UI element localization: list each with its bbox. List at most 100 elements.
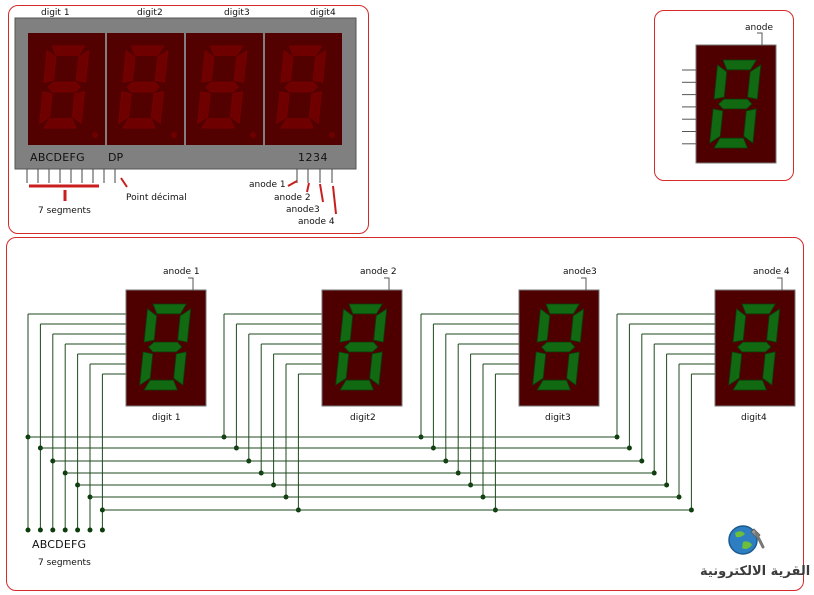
- top-digit-2-seg-d: [122, 118, 156, 129]
- mux-digit-3-seg-g: [540, 341, 576, 353]
- top-digit-4-seg-e: [276, 91, 290, 125]
- top-digit-label-3: digit3: [224, 8, 250, 18]
- mux-digit-4-seg-a: [741, 303, 777, 315]
- top-digit-3-seg-c: [229, 91, 244, 125]
- mux-digit-1-seg-a: [152, 303, 188, 315]
- single-digit-seg-f: [713, 64, 728, 100]
- top-digit-3-seg-e: [197, 91, 211, 125]
- top-digit-4-seg-f: [280, 49, 294, 83]
- single-digit-seg-b: [747, 64, 762, 100]
- dp-letters: DP: [108, 151, 124, 164]
- anode2-callout: [306, 182, 310, 193]
- top-digit-3-seg-b: [233, 49, 248, 83]
- top-dp-2: [171, 132, 177, 138]
- top-digit-4-seg-b: [312, 49, 327, 83]
- mux-anode-label-3: anode3: [563, 267, 597, 277]
- top-digit-2-seg-f: [122, 49, 136, 83]
- top-module: [14, 17, 357, 215]
- mux-digit-1-seg-g: [147, 341, 183, 353]
- mux-digit-3-seg-b: [570, 308, 585, 343]
- mux-digit-label-4: digit4: [741, 413, 767, 423]
- mux-digit-2-seg-d: [339, 379, 374, 391]
- single-digit-seg-g: [717, 98, 753, 110]
- decimal-point-caption: Point décimal: [126, 193, 187, 203]
- anode4-callout: [332, 185, 337, 215]
- bus-terminal-6: [99, 527, 105, 533]
- mux-digit-4-seg-d: [732, 379, 767, 391]
- top-module-panel: [8, 5, 369, 234]
- mux-anode-lead-1: [188, 277, 194, 290]
- top-digit-4-seg-d: [280, 118, 314, 129]
- top-anode-label-4: anode 4: [298, 217, 335, 227]
- single-digit-seg-e: [709, 108, 724, 144]
- mux-digit-2-seg-b: [373, 308, 388, 343]
- mux-anode-label-2: anode 2: [360, 267, 397, 277]
- mux-digit-4-seg-b: [766, 308, 781, 343]
- mux-digit-1-seg-f: [143, 308, 158, 343]
- bus-caption: 7 segments: [38, 558, 91, 568]
- dp-callout: [120, 177, 128, 188]
- top-digit-2-seg-b: [154, 49, 169, 83]
- mux-digit-1-seg-c: [173, 351, 187, 386]
- mux-digit-4-seg-e: [728, 351, 743, 386]
- top-digit-1-seg-f: [43, 49, 57, 83]
- mux-digit-3-seg-a: [545, 303, 581, 315]
- top-digit-label-1: digit 1: [41, 8, 70, 18]
- top-digit-3-seg-a: [209, 45, 244, 56]
- top-digit-2-seg-c: [150, 91, 165, 125]
- mux-digit-3-seg-d: [536, 379, 571, 391]
- top-digit-1-seg-a: [51, 45, 86, 56]
- bus-terminal-1: [37, 527, 43, 533]
- mux-digit-2-seg-f: [339, 308, 354, 343]
- single-anode-lead: [757, 32, 763, 45]
- top-anode-label-3: anode3: [286, 205, 320, 215]
- single-digit-panel: [654, 10, 794, 181]
- anode-numbers: 1234: [298, 151, 328, 164]
- top-digit-2-seg-a: [130, 45, 165, 56]
- anode3-callout: [319, 183, 324, 203]
- segment-letters: ABCDEFG: [30, 151, 85, 164]
- top-dp-3: [250, 132, 256, 138]
- mux-digit-label-3: digit3: [545, 413, 571, 423]
- mux-digit-2-seg-g: [343, 341, 379, 353]
- top-digit-label-2: digit2: [137, 8, 163, 18]
- mux-digit-3-seg-c: [566, 351, 580, 386]
- mux-anode-lead-3: [581, 277, 587, 290]
- bus-terminal-0: [25, 527, 31, 533]
- top-digit-4-seg-a: [288, 45, 323, 56]
- multiplex-digits: [125, 277, 796, 407]
- mux-anode-lead-4: [777, 277, 783, 290]
- bus-terminal-2: [50, 527, 56, 533]
- top-digit-4-seg-g: [284, 81, 318, 93]
- single-anode-label: anode: [745, 23, 773, 33]
- mux-digit-4-seg-g: [736, 341, 772, 353]
- top-digit-3-seg-f: [201, 49, 215, 83]
- mux-digit-label-2: digit2: [350, 413, 376, 423]
- mux-anode-lead-2: [384, 277, 390, 290]
- top-digit-3-seg-g: [205, 81, 239, 93]
- mux-digit-label-1: digit 1: [152, 413, 181, 423]
- multiplex-panel: [6, 237, 804, 591]
- mux-digit-3-seg-f: [536, 308, 551, 343]
- multiplex-wiring: [25, 313, 715, 533]
- segments-caption: 7 segments: [38, 206, 91, 216]
- mux-digit-2-seg-e: [335, 351, 350, 386]
- mux-digit-4-seg-f: [732, 308, 747, 343]
- bus-terminal-3: [62, 527, 68, 533]
- top-digit-1-seg-c: [71, 91, 86, 125]
- top-dp-4: [329, 132, 335, 138]
- top-digit-2-seg-g: [126, 81, 160, 93]
- bus-terminal-5: [87, 527, 93, 533]
- mux-anode-label-1: anode 1: [163, 267, 200, 277]
- mux-anode-label-4: anode 4: [753, 267, 790, 277]
- top-digit-1-seg-b: [75, 49, 90, 83]
- top-dp-1: [92, 132, 98, 138]
- mux-digit-1-seg-e: [139, 351, 154, 386]
- single-digit-seg-d: [713, 137, 748, 149]
- top-anode-label-2: anode 2: [274, 193, 311, 203]
- anode1-callout: [287, 180, 298, 187]
- mux-digit-4-seg-c: [762, 351, 776, 386]
- mux-digit-2-seg-a: [348, 303, 384, 315]
- single-digit-seg-a: [722, 59, 758, 71]
